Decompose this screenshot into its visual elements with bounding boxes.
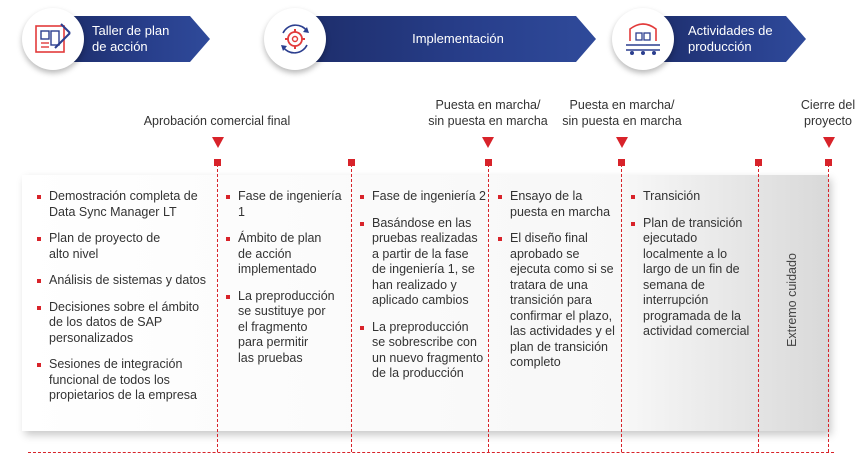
milestone-marker [485,159,492,166]
milestone-arrow [212,137,224,148]
content-panel [22,175,828,431]
column-3: Fase de ingeniería 2 Basándose en las pr… [360,189,486,393]
badge-implementation [264,8,326,70]
badge-production [612,8,674,70]
divider-line [351,164,352,452]
phase-label: Implementación [412,31,504,46]
list-item: Plan de proyecto de alto nivel [37,231,212,262]
factory-conveyor-icon [626,23,660,55]
side-label: Extremo cuidado [785,253,799,347]
blueprint-icon [35,23,71,53]
milestone-arrow [616,137,628,148]
milestone-marker [825,159,832,166]
list-item: Fase de ingeniería 1 [226,189,348,220]
list-item: Ensayo de la puesta en marcha [498,189,620,220]
badge-plan [22,8,84,70]
milestone-label: Puesta en marcha/ sin puesta en marcha [562,98,682,128]
list-item: Transición [631,189,755,205]
milestone-label: Puesta en marcha/ sin puesta en marcha [428,98,548,128]
phase-banner-implementation: Implementación [300,16,596,62]
timeline-line [28,452,834,453]
divider-line [621,164,622,452]
list-item: Plan de transición ejecutado localmente … [631,216,755,340]
milestone-marker [214,159,221,166]
list-item: Fase de ingeniería 2 [360,189,486,205]
milestone-arrow [482,137,494,148]
milestone-marker [755,159,762,166]
milestone-marker [348,159,355,166]
divider-line [828,164,829,452]
column-2: Fase de ingeniería 1 Ámbito de plan de a… [226,189,348,377]
milestone-label: Cierre del proyecto [800,98,856,128]
list-item: Basándose en las pruebas realizadas a pa… [360,216,486,309]
column-1: Demostración completa de Data Sync Manag… [37,189,212,415]
phase-banner-production: Actividades de producción [648,16,806,62]
phase-label: Actividades de producción [688,23,773,54]
milestone-arrow [823,137,835,148]
list-item: Sesiones de integración funcional de tod… [37,357,212,404]
list-item: Análisis de sistemas y datos [37,273,212,289]
list-item: La preproducción se sobrescribe con un n… [360,320,486,382]
column-5: Transición Plan de transición ejecutado … [631,189,755,351]
list-item: Decisiones sobre el ámbito de los datos … [37,300,212,347]
column-4: Ensayo de la puesta en marcha El diseño … [498,189,620,382]
milestone-label: Aprobación comercial final [143,114,291,128]
divider-line [488,164,489,452]
gear-cycle-icon [281,24,309,54]
list-item: El diseño final aprobado se ejecuta como… [498,231,620,371]
phase-label: Taller de plan de acción [92,23,170,54]
phase-banner-plan: Taller de plan de acción [60,16,210,62]
divider-line [217,164,218,452]
milestone-marker [618,159,625,166]
list-item: Demostración completa de Data Sync Manag… [37,189,212,220]
divider-line [758,164,759,452]
list-item: Ámbito de plan de acción implementado [226,231,348,278]
list-item: La preproducción se sustituye por el fra… [226,289,348,367]
